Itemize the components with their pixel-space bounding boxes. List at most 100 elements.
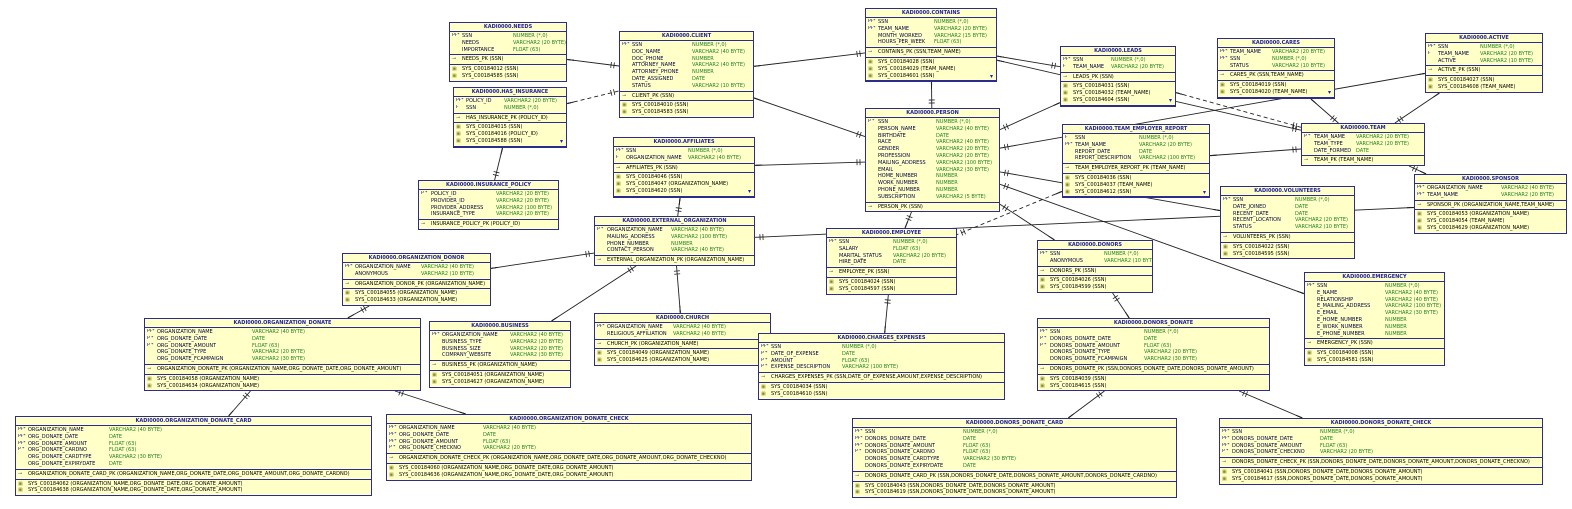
expand-icon[interactable]: ▾ xyxy=(1327,88,1331,96)
index-icon: ▣ xyxy=(1040,375,1045,382)
index-name: SYS_C00184597 (SSN) xyxy=(839,285,896,292)
key-marker: P * xyxy=(1304,134,1311,139)
primary-key-name: ORGANIZATION_DONATE_PK (ORGANIZATION_NAM… xyxy=(157,365,402,372)
expand-icon[interactable]: ▾ xyxy=(747,187,751,195)
column-type: DATE xyxy=(483,431,497,438)
column-type: VARCHAR2 (10 BYTE) xyxy=(1295,224,1348,231)
column-type: VARCHAR2 (10 BYTE) xyxy=(1272,62,1325,69)
primary-key-list: ⊸SPONSOR_PK (ORGANIZATION_NAME,TEAM_NAME… xyxy=(1415,201,1566,211)
index-row: ▣SYS_C00184041 (SSN,DONORS_DONATE_DATE,D… xyxy=(1220,469,1542,476)
index-list: ▣SYS_C00184022 (SSN)▣SYS_C00184595 (SSN) xyxy=(1221,243,1354,259)
column-name: ACTIVE xyxy=(1438,57,1456,64)
key-marker: PF* xyxy=(1307,283,1315,288)
index-icon: ▣ xyxy=(432,378,437,385)
cardinality-bar-mark xyxy=(1006,184,1009,190)
index-row: ▣SYS_C00184034 (SSN) xyxy=(759,384,1004,391)
cardinality-bar-mark xyxy=(859,50,861,57)
cardinality-bar-mark xyxy=(1295,126,1298,133)
index-name: SYS_C00184610 (SSN) xyxy=(771,390,828,397)
column-name: ORG_DONATE_DATE xyxy=(28,433,79,440)
column-type: DATE xyxy=(1139,148,1153,155)
key-marker: P * xyxy=(855,449,862,455)
primary-key-row: ⊸TEAM_PK (TEAM_NAME) xyxy=(1302,157,1424,164)
crows-foot-mark xyxy=(1297,290,1304,294)
index-icon: ▣ xyxy=(456,137,461,144)
column-name: SSN xyxy=(1073,57,1084,63)
column-name: IMPORTANCE xyxy=(462,46,495,53)
index-name: SYS_C00184020 (TEAM_NAME) xyxy=(1230,88,1308,95)
cardinality-bar-mark xyxy=(585,251,587,258)
index-name: SYS_C00184041 (SSN,DONORS_DONATE_DATE,DO… xyxy=(1232,468,1423,475)
expand-icon[interactable]: ▾ xyxy=(559,137,563,145)
column-name: SSN xyxy=(1050,329,1061,335)
column-name: ATTORNEY_NAME xyxy=(632,62,676,69)
index-name: SYS_C00184026 (SSN) xyxy=(1050,277,1107,284)
primary-key-name: ORGANIZATION_DONATE_CHECK_PK (ORGANIZATI… xyxy=(399,455,727,462)
index-icon: ▣ xyxy=(868,65,873,72)
expand-icon[interactable]: ▾ xyxy=(989,72,993,80)
expand-icon[interactable]: ▾ xyxy=(1168,96,1172,104)
expand-icon[interactable]: ▾ xyxy=(1202,188,1206,196)
primary-key-row: ⊸PERSON_PK (SSN) xyxy=(866,204,999,211)
key-icon: ⊸ xyxy=(1040,267,1045,274)
key-icon: ⊸ xyxy=(18,470,23,477)
relationship-line xyxy=(754,161,866,166)
primary-key-name: ACTIVE_PK (SSN) xyxy=(1438,67,1481,74)
key-marker: P * xyxy=(18,447,25,453)
column-type: NUMBER xyxy=(936,186,958,193)
crows-foot-mark xyxy=(679,305,681,313)
primary-key-list: ⊸EMERGENCY_PK (SSN) xyxy=(1305,339,1444,350)
key-marker: PF* xyxy=(855,429,863,434)
column-name: POLICY_ID xyxy=(466,98,492,104)
primary-key-row: ⊸CLIENT_PK (SSN) xyxy=(620,93,753,100)
key-marker: PF* xyxy=(855,435,863,441)
column-type: NUMBER (*,0) xyxy=(934,19,969,25)
key-icon: ⊸ xyxy=(147,365,152,372)
column-name: MARITAL_STATUS xyxy=(839,252,882,259)
column-type: VARCHAR2 (40 BYTE) xyxy=(483,425,536,431)
index-row: ▣SYS_C00184046 (SSN) xyxy=(614,174,754,181)
crows-foot-mark xyxy=(678,198,681,205)
primary-key-name: ORGANIZATION_DONOR_PK (ORGANIZATION_NAME… xyxy=(355,280,486,287)
index-list: ▣SYS_C00184036 (SSN)▣SYS_C00184037 (TEAM… xyxy=(1063,174,1209,198)
primary-key-list: ⊸CHARGES_EXPENSES_PK (SSN,DATE_OF_EXPENS… xyxy=(759,373,1004,383)
